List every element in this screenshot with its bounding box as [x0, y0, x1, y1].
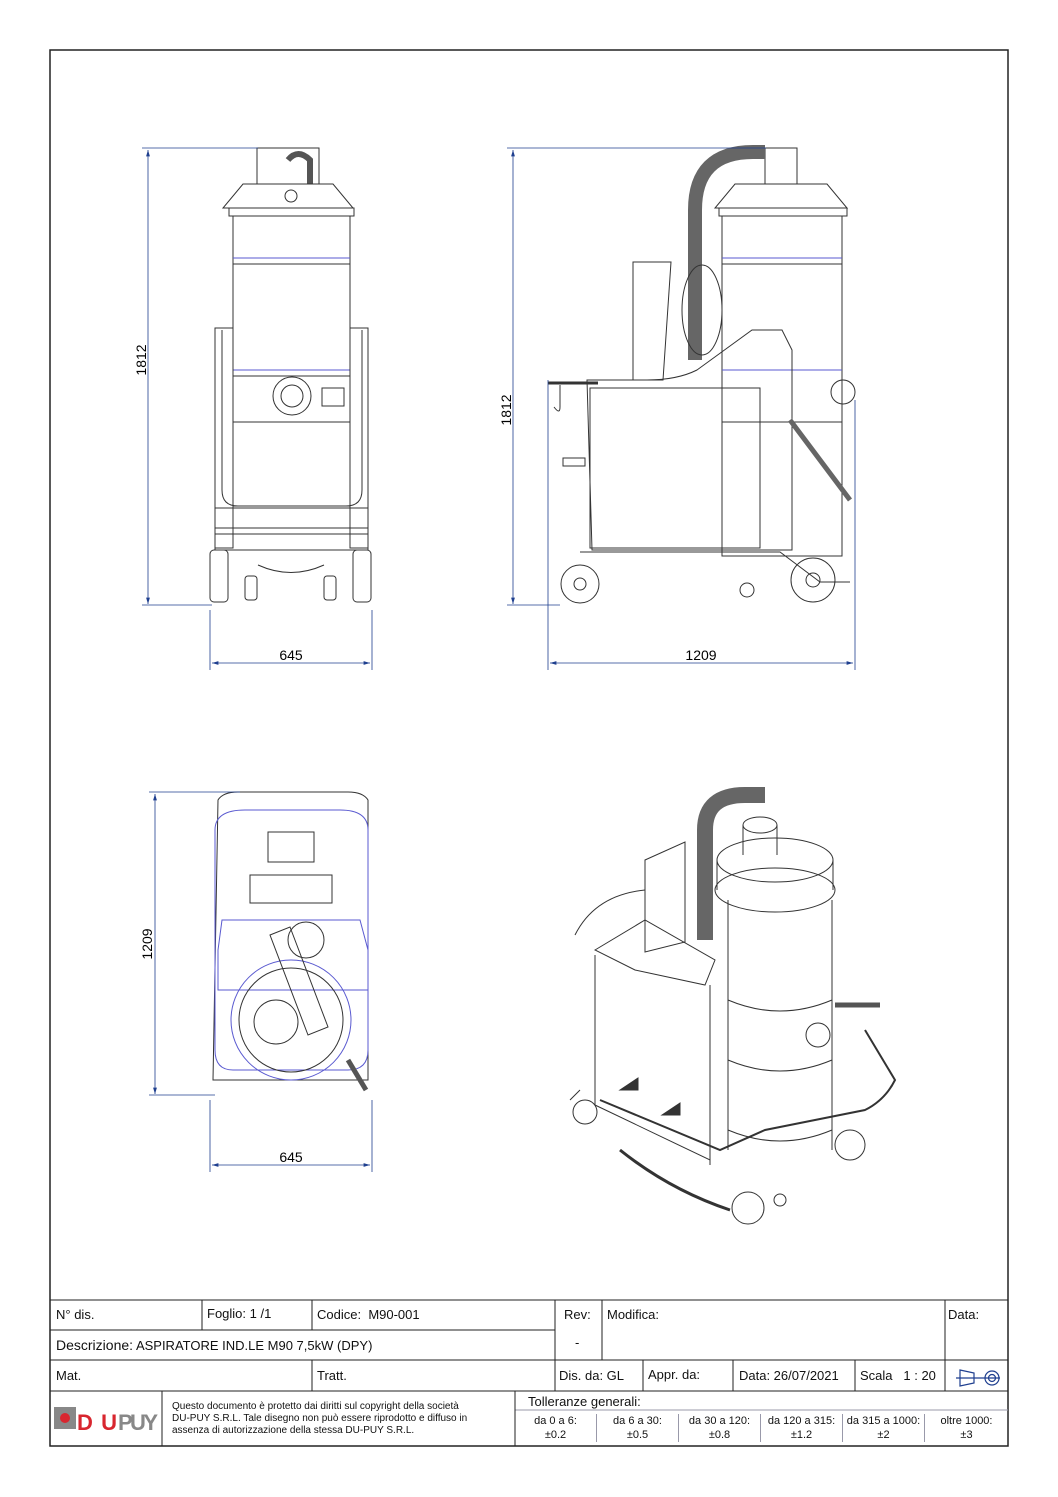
- tolerance-cell: da 315 a 1000: ±2: [843, 1414, 925, 1442]
- dim-side-length: 1209: [685, 647, 716, 663]
- material-label: Mat.: [56, 1368, 82, 1383]
- tolerance-cell: da 30 a 120: ±0.8: [679, 1414, 761, 1442]
- dim-front-width: 645: [279, 647, 303, 663]
- svg-text:DU: DU: [77, 1410, 117, 1435]
- top-view: [212, 791, 369, 1092]
- front-dimensions: [142, 147, 373, 670]
- top-dimensions: [149, 791, 373, 1172]
- sheet-border: [49, 49, 1009, 1447]
- dim-front-height: 1812: [133, 344, 149, 375]
- drawing-number-label: N° dis.: [56, 1307, 95, 1322]
- tolerance-range: oltre 1000:: [940, 1415, 993, 1427]
- front-view: [209, 147, 372, 603]
- sheet-label: Foglio:: [207, 1306, 247, 1321]
- tolerance-range: da 6 a 30:: [613, 1415, 662, 1427]
- tolerance-cell: oltre 1000: ±3: [925, 1414, 1008, 1442]
- sheet-value: 1 /1: [249, 1306, 272, 1321]
- tolerance-value: ±2: [877, 1429, 890, 1441]
- tolerance-value: ±0.5: [626, 1429, 649, 1441]
- drawn-by: Dis. da: GL: [559, 1368, 625, 1383]
- date-header-label: Data:: [948, 1307, 980, 1322]
- copyright-line: Questo documento è protetto dai diritti …: [172, 1401, 459, 1412]
- rev-label: Rev:: [564, 1307, 591, 1322]
- scale-label: Scala: [860, 1368, 893, 1383]
- dim-side-height: 1812: [498, 394, 514, 425]
- tolerance-value: ±1.2: [790, 1429, 813, 1441]
- isometric-view: [569, 787, 897, 1225]
- projection-symbol-icon: [956, 1369, 1000, 1387]
- dim-top-length: 1209: [139, 928, 155, 959]
- tolerance-range: da 315 a 1000:: [846, 1415, 921, 1427]
- description-field: Descrizione: ASPIRATORE IND.LE M90 7,5kW…: [56, 1337, 372, 1353]
- code-field: Codice: M90-001: [317, 1307, 420, 1322]
- scale-value: 1 : 20: [903, 1368, 936, 1383]
- tolerance-range: da 30 a 120:: [688, 1415, 751, 1427]
- svg-text:PUY: PUY: [118, 1410, 158, 1435]
- description-label: Descrizione:: [56, 1337, 134, 1353]
- tolerance-cell: da 6 a 30: ±0.5: [597, 1414, 679, 1442]
- tolerance-cell: da 120 a 315: ±1.2: [761, 1414, 843, 1442]
- copyright-line: assenza di autorizzazione della stessa D…: [172, 1425, 415, 1436]
- approved-by: Appr. da:: [648, 1367, 701, 1382]
- tolerance-value: ±0.2: [544, 1429, 567, 1441]
- dupuy-logo: DU PUY: [54, 1407, 158, 1435]
- tolerance-cell: da 0 a 6: ±0.2: [515, 1414, 597, 1442]
- tolerance-value: ±0.8: [708, 1429, 731, 1441]
- sheet-field: Foglio: 1 /1: [207, 1306, 271, 1321]
- tolerances-label: Tolleranze generali:: [528, 1394, 641, 1409]
- drawing-date: Data: 26/07/2021: [739, 1368, 839, 1383]
- treatment-label: Tratt.: [317, 1368, 347, 1383]
- side-view: [548, 145, 856, 604]
- tolerance-value: ±3: [960, 1429, 973, 1441]
- copyright-notice: Questo documento è protetto dai diritti …: [172, 1401, 467, 1437]
- rev-value: -: [575, 1335, 580, 1350]
- side-dimensions: [507, 147, 856, 670]
- title-block-lines: [50, 1299, 1008, 1446]
- tolerance-range: da 120 a 315:: [767, 1415, 836, 1427]
- code-value: M90-001: [368, 1307, 420, 1322]
- tolerance-range: da 0 a 6:: [534, 1415, 577, 1427]
- scale-field: Scala 1 : 20: [860, 1368, 936, 1383]
- description-value: ASPIRATORE IND.LE M90 7,5kW (DPY): [135, 1338, 373, 1353]
- modification-label: Modifica:: [607, 1307, 660, 1322]
- copyright-line: DU-PUY S.R.L. Tale disegno non può esser…: [172, 1413, 468, 1424]
- dim-top-width: 645: [279, 1149, 303, 1165]
- code-label: Codice:: [317, 1307, 362, 1322]
